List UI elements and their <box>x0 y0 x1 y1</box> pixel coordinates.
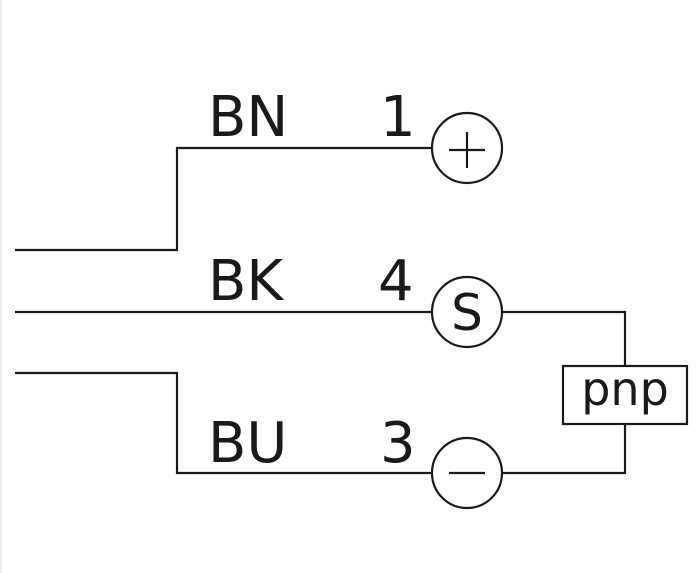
wire-bu-color-label: BU <box>208 411 287 476</box>
wire-bn-pin-label: 1 <box>380 85 416 150</box>
wire-bn-color-label: BN <box>208 85 288 150</box>
wire-bk: BK 4 S <box>15 249 627 366</box>
terminal-signal: S <box>430 275 504 349</box>
wire-bk-pin-label: 4 <box>378 249 414 314</box>
wire-pnp-to-minus <box>502 424 627 475</box>
pnp-box-rect <box>561 364 689 426</box>
wire-signal-to-pnp <box>502 310 627 366</box>
terminal-minus <box>430 436 504 510</box>
wire-bu-line <box>15 371 432 475</box>
pnp-output-box: pnp <box>502 362 689 475</box>
wire-bu: BU 3 <box>15 371 504 510</box>
wire-bk-color-label: BK <box>208 249 284 314</box>
terminal-plus <box>430 111 504 185</box>
plus-icon <box>449 132 485 168</box>
pnp-box-label: pnp <box>581 362 669 416</box>
terminal-signal-text: S <box>451 284 483 342</box>
wire-bu-pin-label: 3 <box>380 411 416 476</box>
wire-bn: BN 1 <box>15 85 504 252</box>
wire-bn-line <box>15 146 432 252</box>
